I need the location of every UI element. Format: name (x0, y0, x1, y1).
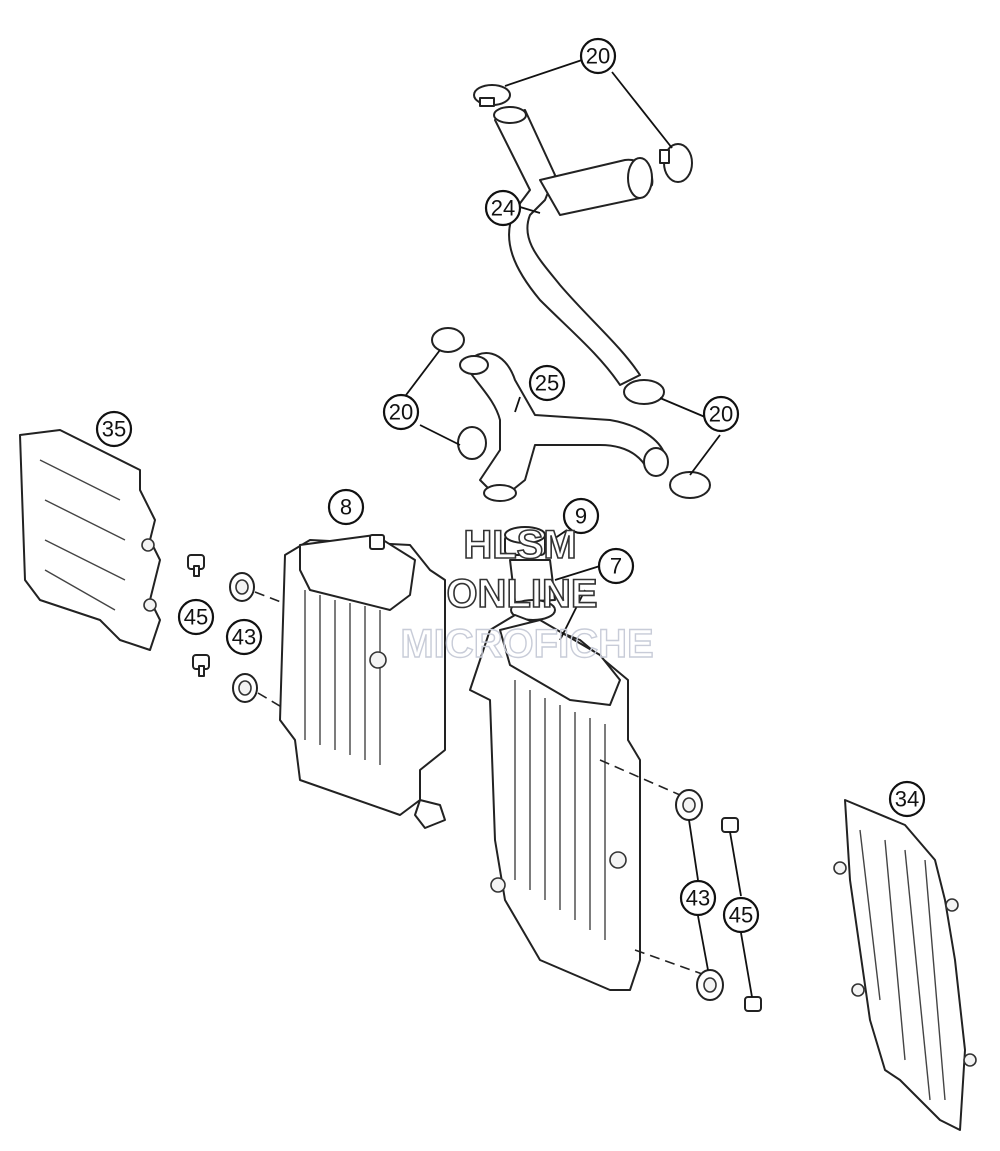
right-radiator-guard (833, 799, 977, 1131)
callout-20-right: 20 (702, 395, 740, 433)
hose-clamp (457, 426, 487, 460)
callout-35: 35 (95, 410, 133, 448)
callout-label: 9 (575, 504, 587, 529)
lower-coolant-hose (459, 352, 669, 502)
callout-label: 34 (895, 787, 919, 812)
left-radiator-guard (19, 429, 161, 651)
callout-24: 24 (484, 189, 522, 227)
hose-clamp (659, 143, 693, 183)
upper-coolant-hose (493, 106, 654, 386)
screw (192, 654, 210, 677)
callout-label: 25 (535, 371, 559, 396)
grommet (675, 789, 703, 821)
screw (721, 817, 739, 833)
watermark: HLSM ONLINE MICROFICHE (400, 522, 655, 667)
grommet (696, 969, 724, 1001)
callout-20-left: 20 (382, 393, 420, 431)
watermark-line-3: MICROFICHE (400, 622, 653, 666)
grommet (232, 673, 258, 703)
callout-label: 20 (389, 400, 413, 425)
screw (187, 554, 205, 577)
callout-label: 45 (184, 605, 208, 630)
radiator-cap (504, 526, 546, 556)
callout-8: 8 (327, 488, 365, 526)
callout-label: 43 (686, 886, 710, 911)
callout-label: 20 (709, 402, 733, 427)
callout-label: 45 (729, 903, 753, 928)
screw (744, 996, 762, 1012)
callout-label: 24 (491, 196, 515, 221)
callout-20-upper: 20 (579, 37, 617, 75)
callout-label: 20 (586, 44, 610, 69)
hose-clamp (473, 84, 511, 107)
callout-45-right: 45 (722, 896, 760, 934)
hose-clamp (623, 379, 665, 405)
callout-label: 35 (102, 417, 126, 442)
callout-7: 7 (597, 547, 635, 585)
grommet (229, 572, 255, 602)
left-radiator (279, 534, 446, 829)
watermark-line-1: HLSM (463, 523, 576, 567)
callout-label: 7 (610, 554, 622, 579)
hose-clamp (669, 471, 711, 499)
callout-9: 9 (562, 497, 600, 535)
watermark-line-2: ONLINE (446, 572, 597, 616)
callout-label: 43 (232, 625, 256, 650)
callout-43-left: 43 (225, 618, 263, 656)
filler-neck (509, 559, 556, 621)
callout-25: 25 (528, 364, 566, 402)
callout-label: 8 (340, 495, 352, 520)
right-radiator (469, 614, 641, 991)
callout-45-left: 45 (177, 598, 215, 636)
callout-34: 34 (888, 780, 926, 818)
callout-43-right: 43 (679, 879, 717, 917)
hose-clamp (431, 327, 465, 353)
